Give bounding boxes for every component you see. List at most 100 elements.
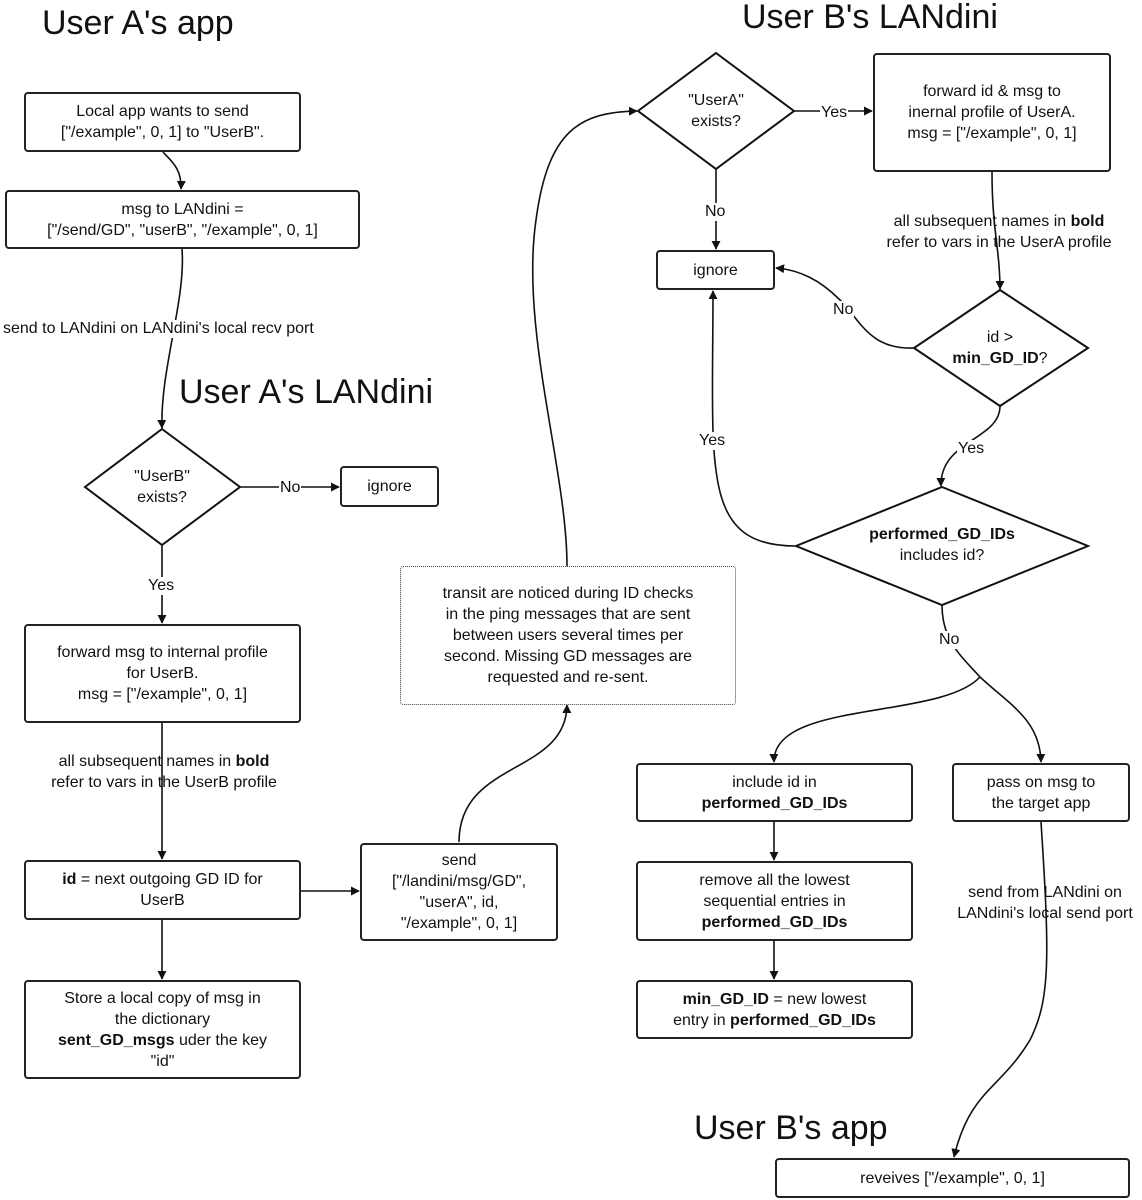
node-text: exists? [137,489,187,506]
node-text: ["/landini/msg/GD", [391,873,527,890]
label-text: refer to vars in the UserB profile [51,774,277,791]
node-text-line: min_GD_ID = new lowest [683,989,867,1010]
decision-performed-includes: performed_GD_IDs includes id? [842,512,1042,578]
decision-usera-exists: "UserA" exists? [654,78,778,144]
var-performed-gd-ids: performed_GD_IDs [701,913,848,931]
node-text: in the ping messages that are sent [445,606,691,623]
node-send-landini-msg: send ["/landini/msg/GD", "userA", id, "/… [360,843,558,941]
label-usera-yes: Yes [820,104,849,122]
label-line: all subsequent names in bold [869,211,1129,232]
edge-idgt-no [775,264,915,349]
node-text-line: sent_GD_msgs uder the key [58,1030,267,1051]
node-text: Local app wants to send [76,103,249,120]
decision-id-gt-min: id > min_GD_ID? [930,315,1070,381]
node-text: the dictionary [114,1010,211,1028]
node-text: inernal profile of UserA. [908,104,1076,121]
node-text: uder the key [174,1031,267,1049]
edge-forward-to-idgt [991,171,1005,290]
node-text: include id in [732,773,817,791]
node-text-line: min_GD_ID? [952,348,1047,369]
node-text: msg = ["/example", 0, 1] [77,686,248,703]
node-min-gd-id-new: min_GD_ID = new lowest entry in performe… [636,980,913,1039]
var-performed-gd-ids: performed_GD_IDs [730,1011,876,1029]
node-text: between users several times per [452,627,684,644]
label-performed-yes: Yes [698,432,727,450]
node-store-local-copy: Store a local copy of msg in the diction… [24,980,301,1079]
label-text: all subsequent names in [893,213,1071,230]
label-usera-no: No [704,203,727,221]
node-text: = new lowest [768,990,867,1008]
node-text: pass on msg to [986,773,1096,791]
node-text: entry in [673,1011,731,1029]
node-text: remove all the lowest [699,871,850,889]
node-id-next-outgoing: id = next outgoing GD ID for UserB [24,860,301,920]
var-id: id [62,871,77,888]
title-user-a-landini: User A's LANdini [179,373,434,411]
edge-no-to-include [769,676,981,763]
node-text: "id" [150,1052,175,1070]
node-ignore-b: ignore [656,250,775,290]
title-user-b-app: User B's app [694,1109,888,1147]
node-text: for UserB. [126,665,199,682]
node-text: "UserB" [134,468,190,485]
node-forward-id-msg: forward id & msg to inernal profile of U… [873,53,1111,172]
edge-local-to-msg [162,151,186,190]
node-ignore-a: ignore [340,466,439,507]
label-subsequent-userb: all subsequent names in bold refer to va… [38,751,290,793]
node-text: ["/send/GD", "userB", "/example", 0, 1] [47,221,318,239]
edge-no-to-pass [979,676,1046,763]
node-include-id: include id in performed_GD_IDs [636,763,913,822]
node-text: Store a local copy of msg in [64,989,261,1007]
var-performed-gd-ids: performed_GD_IDs [869,526,1015,543]
node-text: "/example", 0, 1] [400,915,518,932]
node-text-line: id = next outgoing GD ID for [62,869,263,890]
label-send-from-landini: send from LANdini on LANdini's local sen… [942,882,1142,924]
node-text-line: entry in performed_GD_IDs [673,1010,876,1031]
label-line: all subsequent names in bold [39,751,289,772]
title-user-a-app: User A's app [42,4,234,42]
node-text: the target app [991,794,1091,812]
node-text: msg = ["/example", 0, 1] [907,125,1077,142]
node-text: includes id? [899,547,985,564]
node-forward-msg-userb: forward msg to internal profile for User… [24,624,301,723]
node-text: forward id & msg to [923,83,1061,100]
node-pass-on-msg: pass on msg to the target app [952,763,1130,822]
label-text: all subsequent names in [58,753,236,770]
label-idgt-yes: Yes [957,440,986,458]
label-userb-no: No [279,479,302,497]
node-text: second. Missing GD messages are [443,648,693,665]
note-missing-gd-messages: transit are noticed during ID checks in … [400,566,736,705]
node-text: sequential entries in [703,892,846,910]
node-text: requested and re-sent. [487,669,649,686]
label-idgt-no: No [832,301,855,319]
node-text: msg to LANdini = [121,200,244,218]
label-text: send from LANdini on [968,884,1122,901]
node-text: id > [986,329,1014,346]
node-text: "UserA" [688,92,744,109]
node-app-receives: reveives ["/example", 0, 1] [775,1158,1130,1198]
node-text: UserB [140,892,185,909]
var-min-gd-id: min_GD_ID [952,350,1039,367]
label-send-to-landini: send to LANdini on LANdini's local recv … [2,320,315,338]
var-sent-gd-msgs: sent_GD_msgs [58,1031,175,1049]
edge-performed-yes [708,290,797,547]
label-bold: bold [235,753,270,770]
label-subsequent-usera: all subsequent names in bold refer to va… [868,211,1130,253]
label-userb-yes: Yes [147,577,176,595]
label-performed-no: No [938,631,961,649]
node-text: send [441,852,477,869]
node-text-line: performed_GD_IDs [869,524,1015,545]
edge-note-to-usera-exists [531,106,638,567]
node-text: = next outgoing GD ID for [76,871,263,888]
node-text-line: performed_GD_IDs [702,793,848,814]
node-text: forward msg to internal profile [57,644,268,661]
node-text-line: performed_GD_IDs [702,912,848,933]
node-text: "userA", id, [419,894,499,911]
node-remove-lowest: remove all the lowest sequential entries… [636,861,913,941]
edge-pass-to-app [951,821,1048,1158]
decision-userb-exists: "UserB" exists? [100,455,224,519]
title-user-b-landini: User B's LANdini [742,0,998,36]
label-text: LANdini's local send port [957,905,1133,922]
var-performed-gd-ids: performed_GD_IDs [701,794,848,812]
node-text: ? [1038,350,1048,367]
